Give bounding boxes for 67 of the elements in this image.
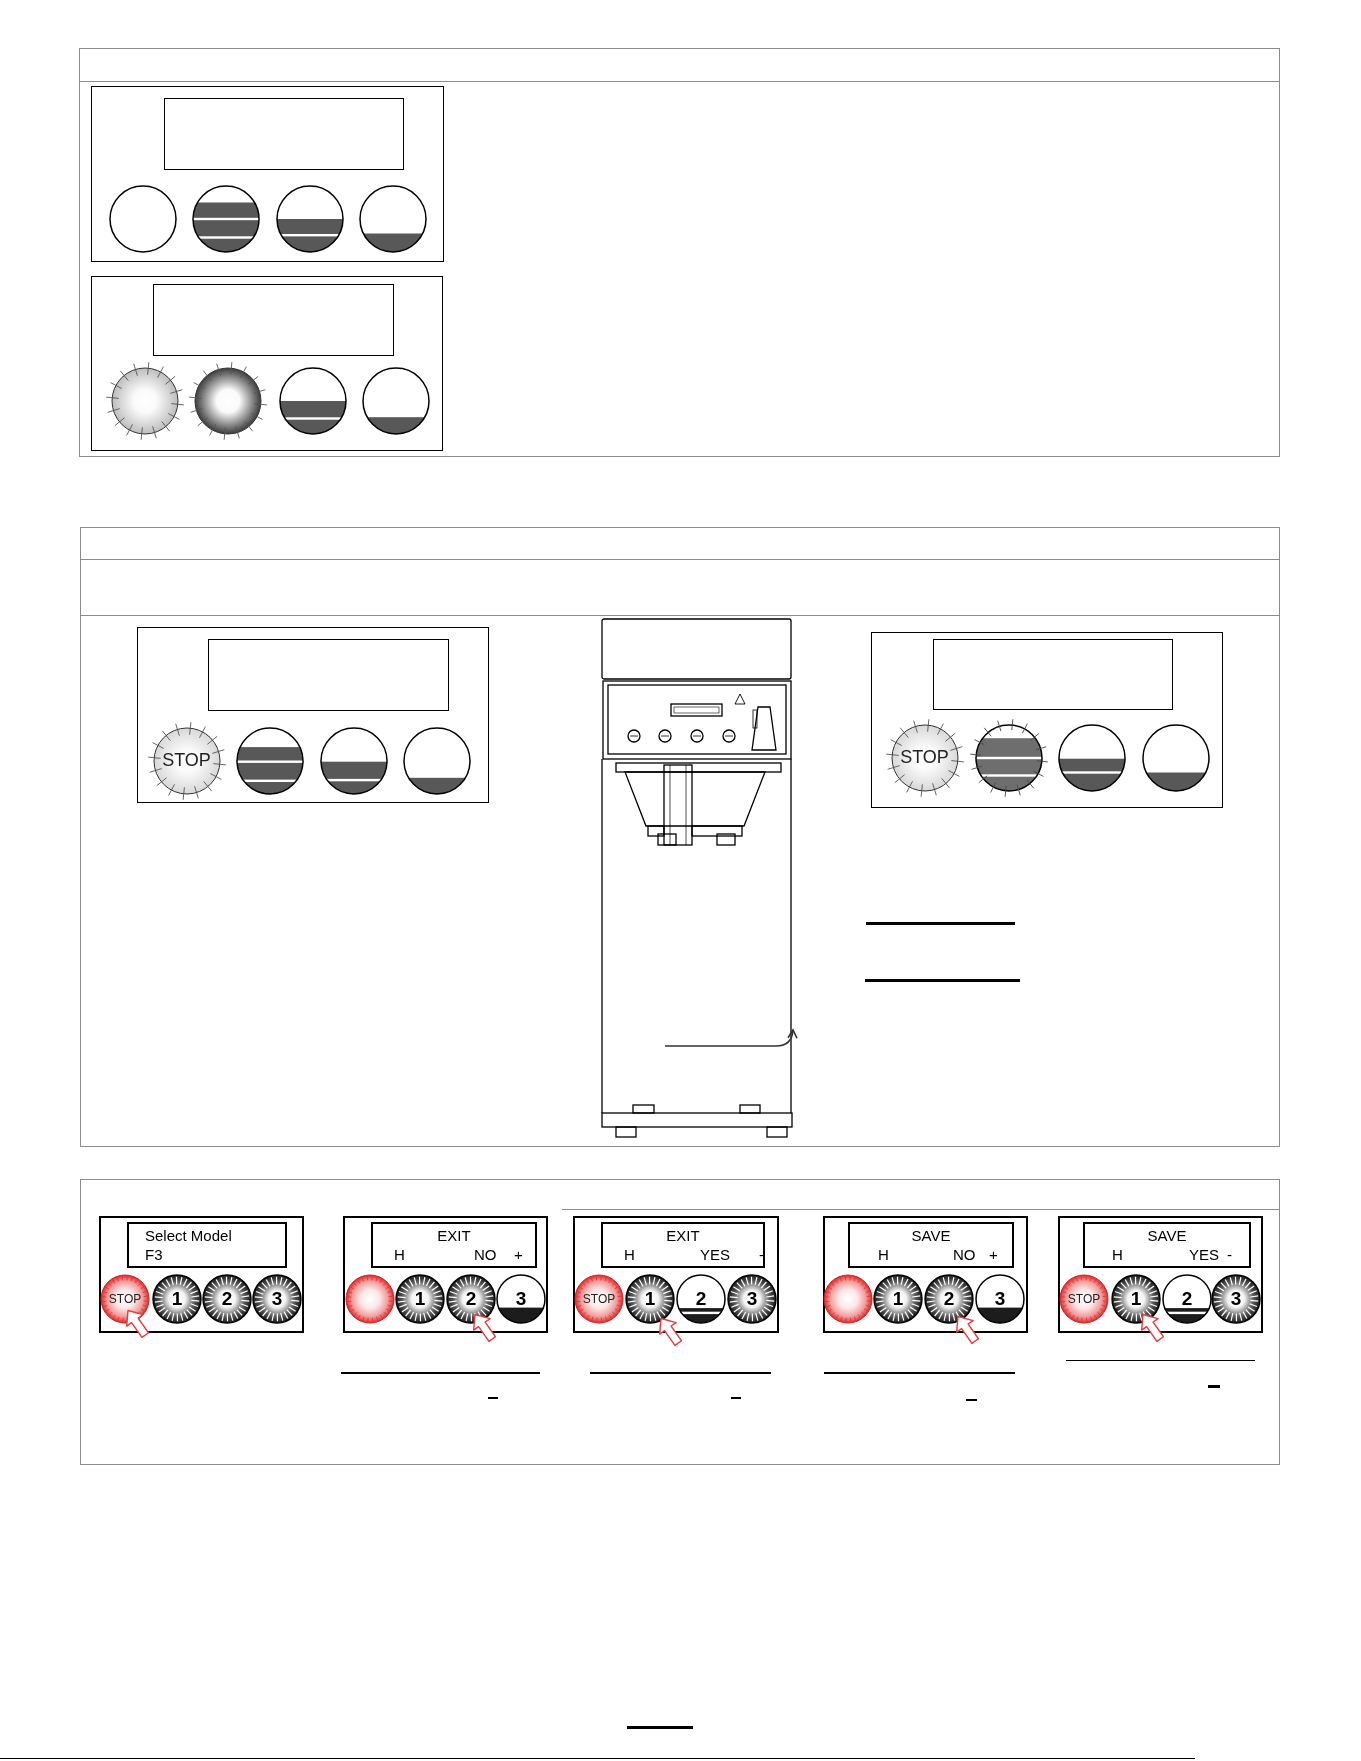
control-panel [137,627,489,803]
display-screen [932,638,1173,710]
round-button [274,183,345,254]
number-button: 3 [727,1274,777,1324]
round-button [318,725,389,796]
display-screen [163,97,404,170]
round-button [968,717,1049,798]
number-button: 2 [676,1274,726,1324]
display-screen [848,1222,1014,1268]
control-panel [91,86,444,262]
display-screen [601,1222,765,1268]
number-button: 1 [395,1274,445,1324]
display-text: H [878,1246,889,1264]
display-text: NO [474,1246,497,1264]
coffee-brewer-drawing [600,618,793,1140]
display-screen [207,638,449,711]
number-button: 3 [1211,1274,1261,1324]
control-panel [871,632,1223,808]
display-text: EXIT [436,1227,472,1245]
stop-button: STOP [100,1274,150,1324]
number-button: 2 [924,1274,974,1324]
display-text: Select Model [145,1227,232,1245]
stop-button: STOP [574,1274,624,1324]
round-button [360,365,431,436]
number-button: 1 [873,1274,923,1324]
display-text: - [1227,1246,1232,1264]
round-button [1140,722,1211,793]
display-screen [371,1222,537,1268]
round-button [357,183,428,254]
display-text: + [514,1246,523,1264]
round-button [104,360,185,441]
number-button: 1 [625,1274,675,1324]
round-button [1056,722,1127,793]
round-button [234,725,305,796]
display-screen [1083,1222,1251,1268]
round-button [107,183,178,254]
number-button: 1 [1111,1274,1161,1324]
number-button: 2 [1162,1274,1212,1324]
round-button [345,1274,395,1324]
display-text: YES [700,1246,730,1264]
display-text: H [1112,1246,1123,1264]
display-screen [152,283,394,356]
display-text: H [394,1246,405,1264]
display-text: H [624,1246,635,1264]
number-button: 3 [252,1274,302,1324]
leader-arrow [664,1029,798,1047]
round-button [823,1274,873,1324]
number-button: 1 [152,1274,202,1324]
display-text: + [989,1246,998,1264]
number-button: 3 [975,1274,1025,1324]
display-text: - [759,1246,764,1264]
display-text: SAVE [1146,1227,1188,1245]
control-panel [91,276,443,451]
number-button: 3 [496,1274,546,1324]
display-screen [127,1222,287,1268]
stop-button: STOP [1059,1274,1109,1324]
display-text: SAVE [910,1227,952,1245]
round-button [190,183,261,254]
round-button [187,360,268,441]
display-text: NO [953,1246,976,1264]
round-button [401,725,472,796]
display-text: F3 [145,1246,163,1264]
display-text: YES [1189,1246,1219,1264]
round-button [277,365,348,436]
display-text: EXIT [665,1227,701,1245]
number-button: 2 [446,1274,496,1324]
number-button: 2 [202,1274,252,1324]
